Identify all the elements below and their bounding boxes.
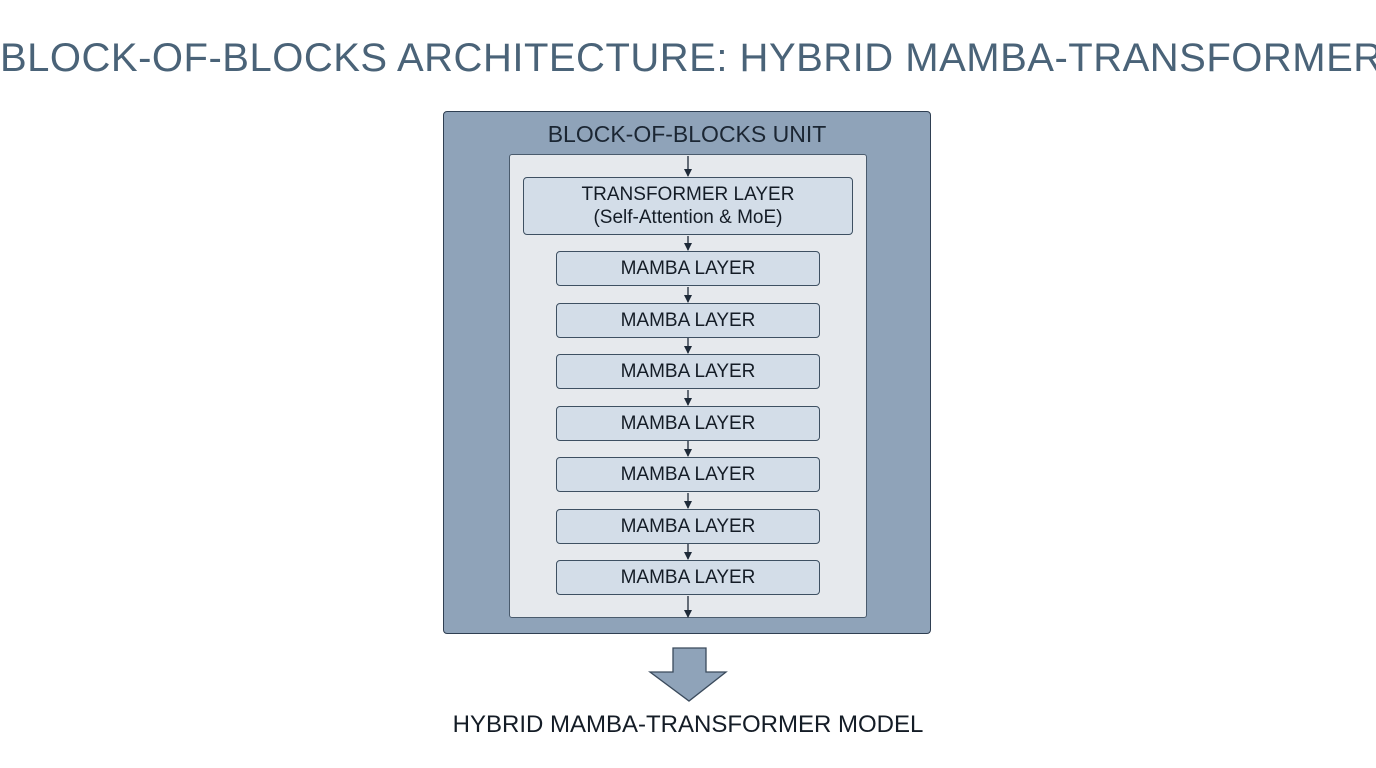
mamba-layer: MAMBA LAYER <box>556 251 820 286</box>
transformer-layer-subtitle: (Self-Attention & MoE) <box>593 207 783 228</box>
mamba-layer: MAMBA LAYER <box>556 560 820 595</box>
big-down-arrow-icon <box>648 647 728 702</box>
mamba-layer: MAMBA LAYER <box>556 509 820 544</box>
mamba-layer: MAMBA LAYER <box>556 354 820 389</box>
output-model-label: HYBRID MAMBA-TRANSFORMER MODEL <box>452 711 924 738</box>
transformer-layer-title: TRANSFORMER LAYER <box>581 184 795 205</box>
mamba-layer: MAMBA LAYER <box>556 457 820 492</box>
transformer-layer: TRANSFORMER LAYER (Self-Attention & MoE) <box>523 177 853 235</box>
page-title: BLOCK-OF-BLOCKS ARCHITECTURE: HYBRID MAM… <box>0 36 1376 80</box>
unit-title: BLOCK-OF-BLOCKS UNIT <box>547 121 827 147</box>
mamba-layer: MAMBA LAYER <box>556 303 820 338</box>
mamba-layer: MAMBA LAYER <box>556 406 820 441</box>
